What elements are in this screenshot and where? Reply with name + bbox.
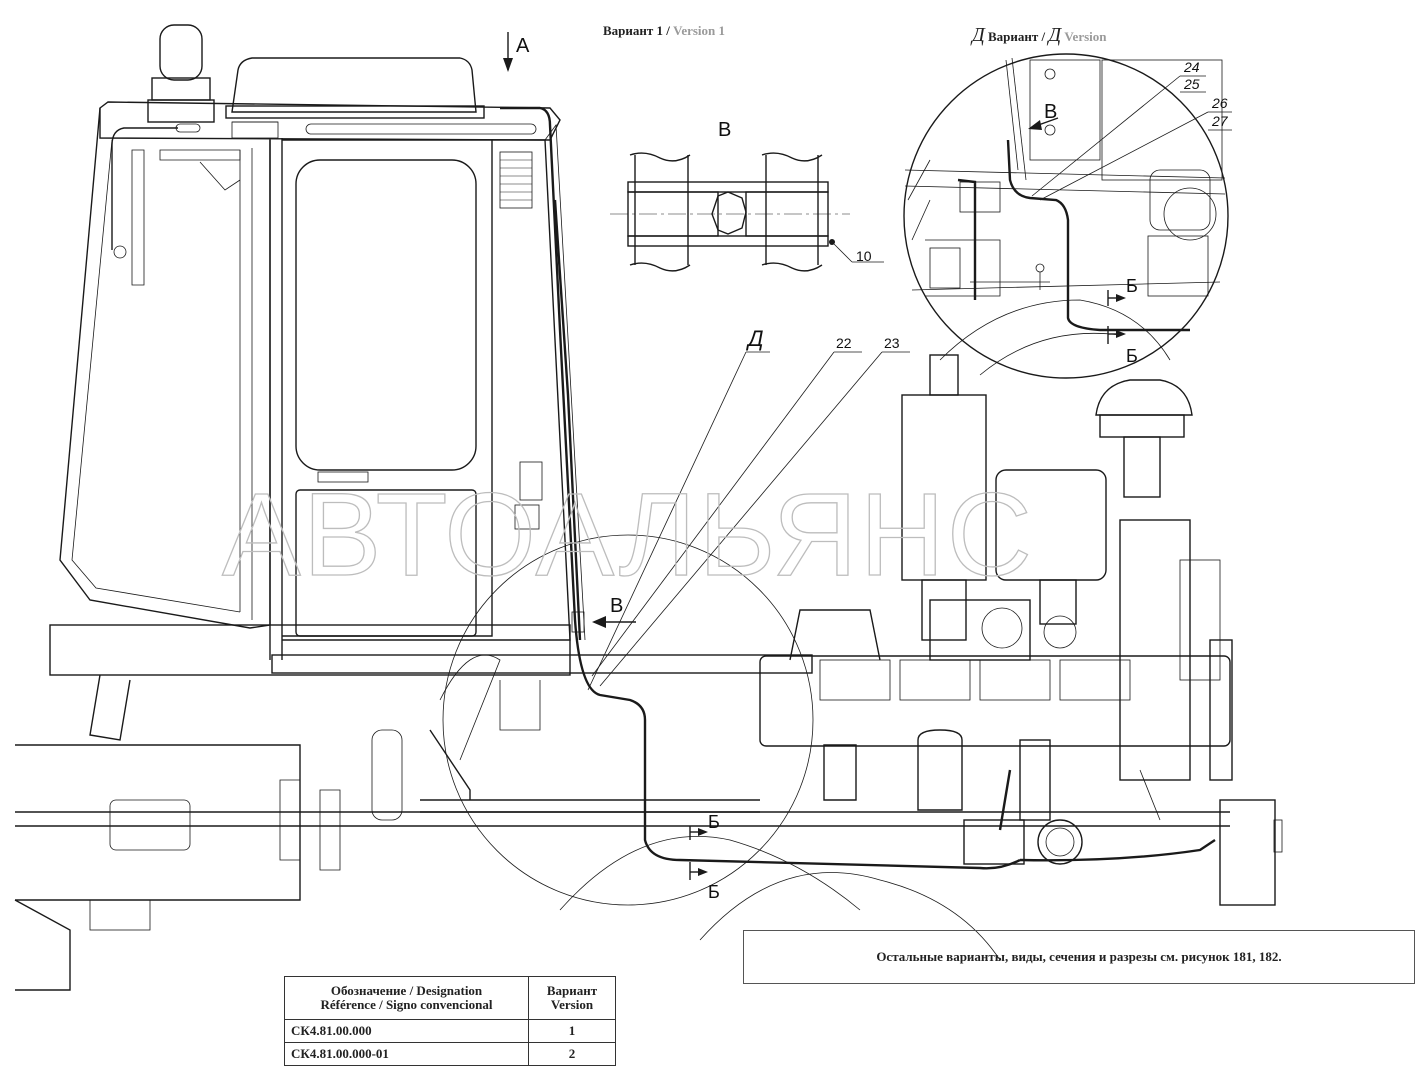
note-text: Остальные варианты, виды, сечения и разр…: [876, 949, 1282, 964]
svg-text:А: А: [516, 35, 530, 57]
designation-cell: СК4.81.00.000-01: [284, 1042, 529, 1066]
svg-text:В: В: [610, 595, 623, 617]
svg-text:26: 26: [1211, 95, 1228, 111]
view-arrow-a: А: [503, 32, 530, 72]
svg-text:Д: Д: [745, 326, 764, 351]
svg-text:Б: Б: [708, 882, 720, 902]
svg-text:24: 24: [1183, 59, 1200, 75]
svg-text:27: 27: [1211, 113, 1229, 129]
svg-text:22: 22: [836, 335, 852, 351]
version-cell: 1: [528, 1019, 616, 1043]
svg-text:Б: Б: [1126, 276, 1138, 296]
svg-text:23: 23: [884, 335, 900, 351]
svg-text:10: 10: [856, 248, 872, 264]
view-arrow-b-main: В: [592, 595, 636, 628]
svg-text:Б: Б: [1126, 346, 1138, 366]
engine-chassis: Б Б: [14, 354, 1283, 991]
watermark: АВТОАЛЬЯНС: [222, 469, 1034, 601]
svg-text:Б: Б: [708, 812, 720, 832]
note-box: Остальные варианты, виды, сечения и разр…: [743, 930, 1415, 984]
view-b-detail: В 10: [610, 119, 884, 272]
cab-outline: [49, 24, 1021, 870]
heading-variant1: Вариант 1 / Version 1: [603, 23, 725, 38]
table-row: СК4.81.00.000 1: [284, 1019, 616, 1043]
heading-detail-d: Д Вариант / Д Version: [970, 24, 1107, 46]
svg-text:25: 25: [1183, 76, 1200, 92]
svg-text:В: В: [718, 119, 731, 141]
detail-d-circle: Б Б В 24 25 26 27: [903, 53, 1232, 379]
designation-cell: СК4.81.00.000: [284, 1019, 529, 1043]
svg-text:В: В: [1044, 101, 1057, 123]
table-row: СК4.81.00.000-01 2: [284, 1042, 616, 1066]
version-cell: 2: [528, 1042, 616, 1066]
